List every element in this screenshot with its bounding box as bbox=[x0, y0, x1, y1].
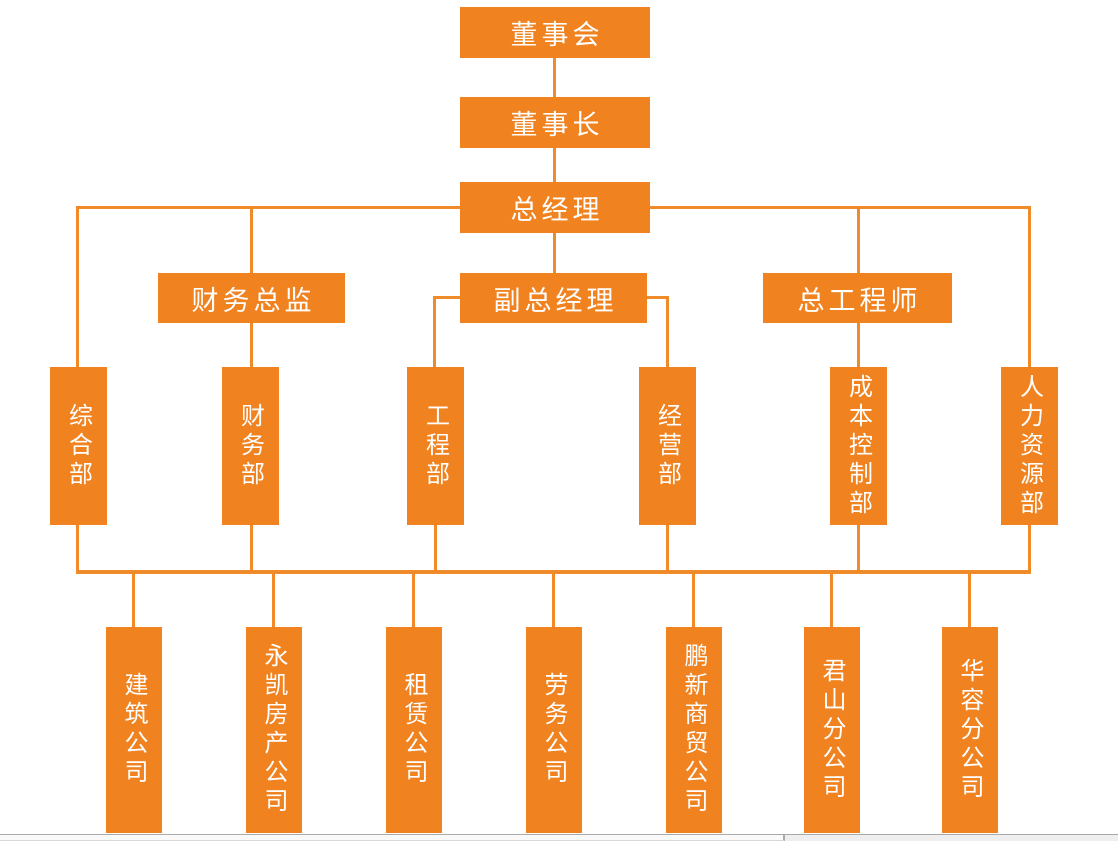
connector-line bbox=[666, 525, 669, 573]
connector-line bbox=[1028, 206, 1031, 367]
org-node-label: 人力资源部 bbox=[1015, 373, 1044, 519]
org-node-cost-control-dept: 成本控制部 bbox=[830, 367, 887, 525]
org-node-label: 成本控制部 bbox=[844, 373, 873, 519]
org-node-label: 建筑公司 bbox=[120, 672, 148, 788]
org-node-chairman: 董事长 bbox=[460, 97, 650, 148]
org-node-label: 经营部 bbox=[653, 402, 682, 490]
org-node-finance-director: 财务总监 bbox=[158, 273, 345, 323]
connector-line bbox=[553, 233, 556, 273]
connector-line bbox=[968, 574, 971, 627]
connector-line bbox=[433, 296, 461, 299]
connector-line bbox=[646, 296, 669, 299]
org-node-general-dept: 综合部 bbox=[50, 367, 107, 525]
org-node-label: 董事会 bbox=[510, 20, 604, 51]
connector-rail-bottom bbox=[76, 570, 1031, 574]
connector-line bbox=[434, 525, 437, 573]
org-node-chief-engineer: 总工程师 bbox=[763, 273, 952, 323]
org-node-leasing-co: 租赁公司 bbox=[386, 627, 442, 833]
org-node-board: 董事会 bbox=[460, 7, 650, 58]
connector-line bbox=[552, 574, 555, 627]
org-node-engineering-dept: 工程部 bbox=[407, 367, 464, 525]
connector-line bbox=[132, 574, 135, 627]
org-node-yongkai-realty-co: 永凯房产公司 bbox=[246, 627, 302, 833]
org-node-hr-dept: 人力资源部 bbox=[1001, 367, 1058, 525]
connector-line bbox=[250, 525, 253, 573]
connector-line bbox=[250, 206, 253, 273]
org-node-label: 租赁公司 bbox=[400, 672, 428, 788]
connector-line bbox=[272, 574, 275, 627]
org-node-label: 总经理 bbox=[510, 195, 604, 226]
connector-line bbox=[830, 574, 833, 627]
org-node-construction-co: 建筑公司 bbox=[106, 627, 162, 833]
org-node-general-manager: 总经理 bbox=[460, 182, 650, 233]
connector-line bbox=[857, 525, 860, 573]
org-node-junshan-branch: 君山分公司 bbox=[804, 627, 860, 833]
org-node-label: 董事长 bbox=[510, 110, 604, 141]
connector-line bbox=[553, 58, 556, 97]
org-node-label: 永凯房产公司 bbox=[260, 643, 288, 817]
org-node-label: 鹏新商贸公司 bbox=[680, 643, 708, 817]
org-node-label: 财务部 bbox=[236, 402, 265, 490]
connector-line bbox=[857, 206, 860, 273]
org-node-label: 总工程师 bbox=[797, 285, 922, 317]
connector-line bbox=[250, 323, 253, 367]
horizontal-scrollbar[interactable] bbox=[0, 834, 1118, 841]
connector-line bbox=[1028, 525, 1031, 573]
horizontal-scrollbar-thumb[interactable] bbox=[0, 835, 785, 841]
connector-line bbox=[692, 574, 695, 627]
connector-line bbox=[857, 323, 860, 367]
org-node-labor-co: 劳务公司 bbox=[526, 627, 582, 833]
org-node-label: 工程部 bbox=[421, 402, 450, 490]
connector-line bbox=[433, 296, 436, 367]
org-node-pengxin-trading-co: 鹏新商贸公司 bbox=[666, 627, 722, 833]
org-node-operations-dept: 经营部 bbox=[639, 367, 696, 525]
connector-line bbox=[76, 206, 79, 367]
org-node-label: 君山分公司 bbox=[818, 657, 846, 803]
org-node-huarong-branch: 华容分公司 bbox=[942, 627, 998, 833]
org-node-finance-dept: 财务部 bbox=[222, 367, 279, 525]
org-node-deputy-general-manager: 副总经理 bbox=[460, 273, 647, 323]
connector-line bbox=[412, 574, 415, 627]
org-node-label: 劳务公司 bbox=[540, 672, 568, 788]
org-node-label: 综合部 bbox=[64, 402, 93, 490]
connector-line bbox=[76, 525, 79, 573]
connector-line bbox=[553, 148, 556, 182]
connector-line bbox=[666, 296, 669, 367]
org-node-label: 华容分公司 bbox=[956, 657, 984, 803]
org-node-label: 财务总监 bbox=[191, 285, 316, 317]
org-node-label: 副总经理 bbox=[493, 285, 618, 317]
